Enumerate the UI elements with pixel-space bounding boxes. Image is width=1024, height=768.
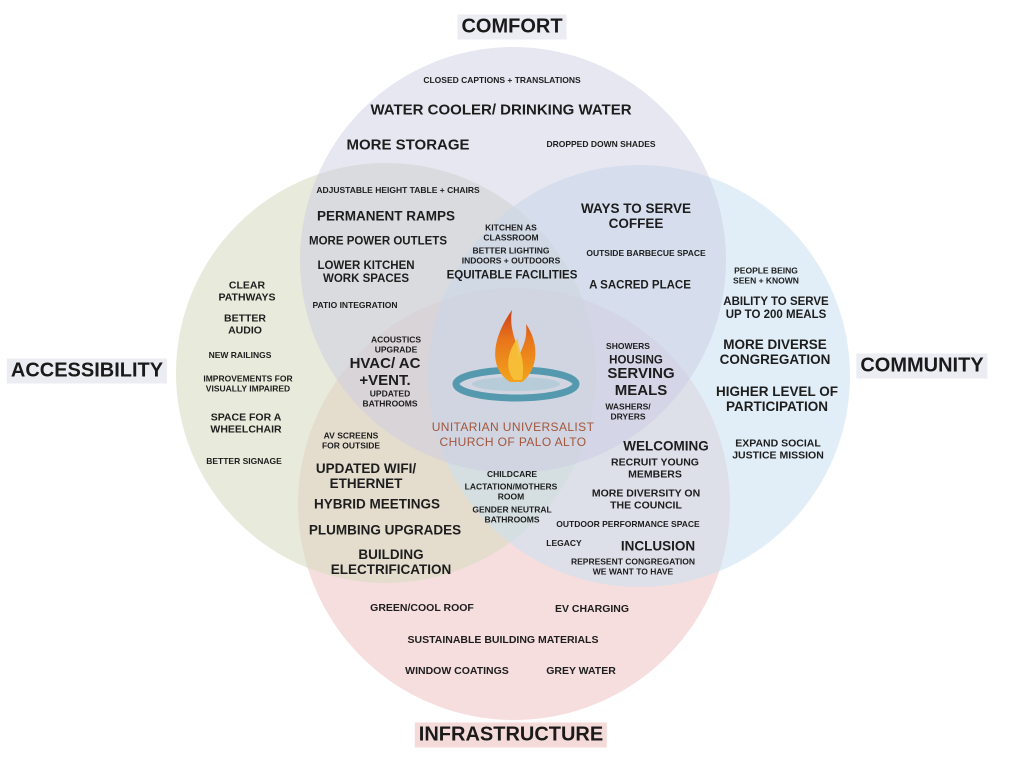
item-wheelchair: SPACE FOR A WHEELCHAIR (210, 411, 282, 435)
item-plumbing: PLUMBING UPGRADES (308, 522, 462, 538)
logo-text-line2: CHURCH OF PALO ALTO (439, 435, 587, 449)
category-label-accessibility: ACCESSIBILITY (6, 358, 168, 384)
item-green-roof: GREEN/COOL ROOF (370, 602, 474, 615)
item-acoustics: ACOUSTICS UPGRADE (370, 334, 422, 354)
item-grey-water: GREY WATER (546, 665, 616, 678)
item-recruit-young: RECRUIT YOUNG MEMBERS (611, 456, 699, 480)
item-lactation: LACTATION/MOTHERS ROOM (464, 481, 558, 501)
item-social-justice: EXPAND SOCIAL JUSTICE MISSION (732, 437, 824, 461)
item-represent-congregation: REPRESENT CONGREGATION WE WANT TO HAVE (570, 556, 696, 576)
item-electrification: BUILDING ELECTRIFICATION (330, 546, 452, 577)
item-hybrid-meetings: HYBRID MEETINGS (313, 496, 441, 512)
community-circle (428, 165, 850, 587)
category-label-infrastructure: INFRASTRUCTURE (414, 722, 608, 748)
church-logo (448, 298, 584, 418)
item-av-screens: AV SCREENS FOR OUTSIDE (321, 430, 381, 450)
item-diverse-congregation: MORE DIVERSE CONGREGATION (719, 336, 831, 367)
item-serving-meals: SERVING MEALS (607, 365, 675, 399)
item-ev-charging: EV CHARGING (554, 603, 630, 616)
item-gender-neutral: GENDER NEUTRAL BATHROOMS (472, 504, 552, 524)
item-dropped-shades: DROPPED DOWN SHADES (546, 139, 656, 150)
item-better-lighting: BETTER LIGHTING INDOORS + OUTDOORS (461, 245, 561, 265)
item-sacred-place: A SACRED PLACE (589, 279, 691, 292)
item-housing: HOUSING (609, 354, 663, 367)
item-closed-captions: CLOSED CAPTIONS + TRANSLATIONS (423, 75, 581, 86)
item-more-storage: MORE STORAGE (346, 136, 470, 154)
item-hvac: HVAC/ AC +VENT. (349, 355, 421, 389)
item-childcare: CHILDCARE (486, 469, 538, 480)
item-permanent-ramps: PERMANENT RAMPS (316, 208, 456, 224)
item-better-audio: BETTER AUDIO (224, 312, 266, 336)
item-welcoming: WELCOMING (623, 438, 709, 454)
item-people-seen: PEOPLE BEING SEEN + KNOWN (733, 265, 799, 285)
item-inclusion: INCLUSION (620, 538, 696, 554)
item-adjustable-table: ADJUSTABLE HEIGHT TABLE + CHAIRS (316, 185, 480, 196)
item-diversity-council: MORE DIVERSITY ON THE COUNCIL (591, 487, 701, 511)
item-washers: WASHERS/ DRYERS (605, 401, 651, 421)
item-water-cooler: WATER COOLER/ DRINKING WATER (370, 101, 632, 119)
item-clear-pathways: CLEAR PATHWAYS (218, 279, 276, 303)
item-window-coatings: WINDOW COATINGS (405, 665, 509, 678)
item-equitable-facilities: EQUITABLE FACILITIES (446, 269, 578, 282)
comfort-circle (300, 47, 726, 473)
item-power-outlets: MORE POWER OUTLETS (309, 235, 447, 248)
item-better-signage: BETTER SIGNAGE (206, 456, 282, 467)
item-updated-wifi: UPDATED WIFI/ ETHERNET (315, 460, 417, 491)
category-label-community: COMMUNITY (856, 353, 988, 379)
item-lower-kitchen: LOWER KITCHEN WORK SPACES (317, 260, 415, 285)
logo-text-line1: UNITARIAN UNIVERSALIST (431, 420, 595, 434)
item-showers: SHOWERS (606, 341, 650, 352)
item-outdoor-performance: OUTDOOR PERFORMANCE SPACE (556, 519, 700, 530)
item-ways-serve-coffee: WAYS TO SERVE COFFEE (580, 200, 692, 231)
item-new-railings: NEW RAILINGS (208, 350, 272, 361)
item-legacy: LEGACY (546, 538, 582, 549)
category-label-comfort: COMFORT (457, 14, 567, 40)
item-sustainable-materials: SUSTAINABLE BUILDING MATERIALS (407, 634, 599, 647)
item-visually-impaired: IMPROVEMENTS FOR VISUALLY IMPAIRED (203, 373, 293, 393)
item-patio-integration: PATIO INTEGRATION (312, 300, 398, 311)
item-updated-bathrooms: UPDATED BATHROOMS (362, 388, 418, 408)
item-kitchen-classroom: KITCHEN AS CLASSROOM (483, 222, 539, 242)
item-higher-participation: HIGHER LEVEL OF PARTICIPATION (715, 383, 839, 414)
item-serve-200: ABILITY TO SERVE UP TO 200 MEALS (723, 296, 829, 321)
item-outside-bbq: OUTSIDE BARBECUE SPACE (586, 248, 706, 259)
